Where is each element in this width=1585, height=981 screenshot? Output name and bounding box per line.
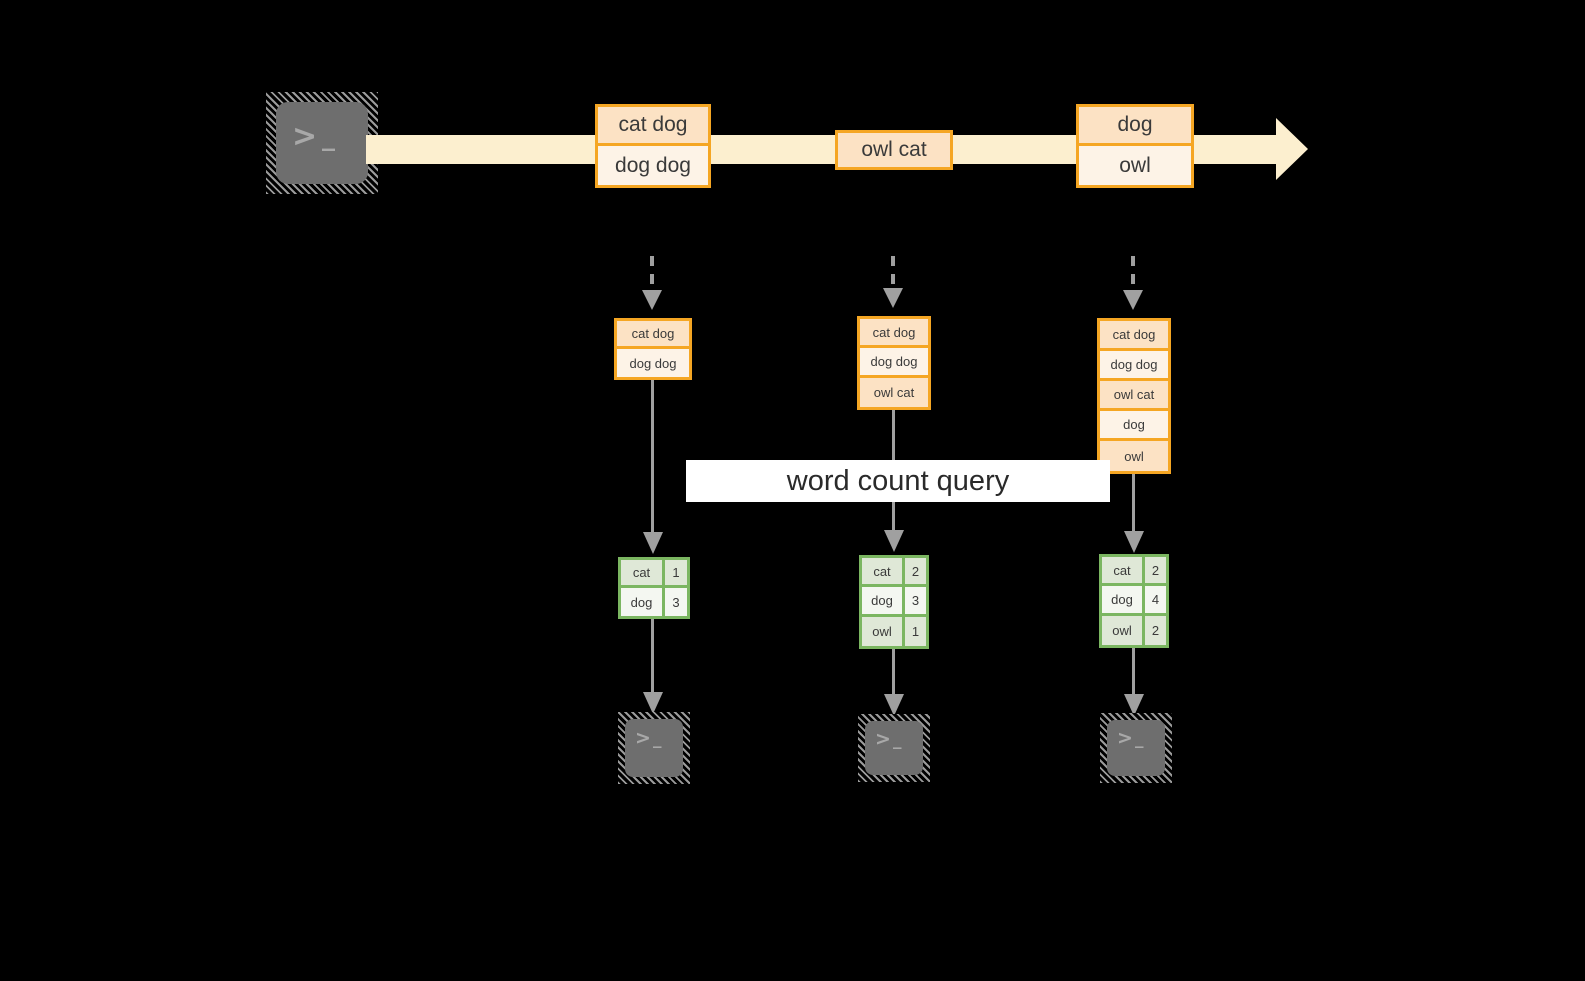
stage-flow-arrow-head — [1124, 531, 1144, 553]
consumer-terminal-icon[interactable]: > _ — [618, 712, 690, 784]
stage-output-line — [1132, 648, 1135, 700]
stage-log-row: dog dog — [860, 348, 928, 378]
terminal-chevron-icon: > — [292, 119, 318, 154]
stream-message-row: owl — [1079, 146, 1191, 185]
table-cell-count: 2 — [1145, 557, 1166, 584]
stream-source-terminal-icon[interactable]: > _ — [266, 92, 378, 194]
stage-log-row: owl — [1100, 441, 1168, 471]
consumer-terminal-icon[interactable]: > _ — [858, 714, 930, 782]
table-cell-count: 1 — [905, 616, 926, 646]
table-row: dog 3 — [621, 588, 687, 616]
query-label-banner: word count query — [686, 460, 1110, 502]
stage-log-row: cat dog — [1100, 321, 1168, 351]
table-cell-count: 3 — [905, 587, 926, 614]
stage-log-box[interactable]: cat dog dog dog owl cat — [857, 316, 931, 410]
table-row: owl 1 — [862, 616, 926, 646]
stage-result-table[interactable]: cat 1 dog 3 — [618, 557, 690, 619]
table-cell-word: cat — [862, 558, 905, 585]
dashed-down-arrow-line — [1131, 256, 1135, 294]
table-cell-word: cat — [1102, 557, 1145, 584]
terminal-chevron-icon: > — [1117, 727, 1133, 749]
table-row: cat 1 — [621, 560, 687, 588]
table-cell-word: dog — [1102, 586, 1145, 613]
dashed-down-arrow-head — [642, 290, 662, 310]
terminal-screen: > _ — [276, 102, 368, 184]
terminal-cursor-icon: _ — [322, 122, 335, 152]
stage-output-arrow-head — [643, 692, 663, 714]
stream-message[interactable]: owl cat — [835, 130, 953, 170]
stream-message[interactable]: dog owl — [1076, 104, 1194, 188]
stage-flow-line — [1132, 474, 1135, 536]
consumer-terminal-icon[interactable]: > _ — [1100, 713, 1172, 783]
stage-log-row: cat dog — [860, 319, 928, 349]
table-cell-word: dog — [621, 588, 665, 616]
stage-log-row: owl cat — [1100, 381, 1168, 411]
table-row: cat 2 — [1102, 557, 1166, 587]
stage-result-table[interactable]: cat 2 dog 4 owl 2 — [1099, 554, 1169, 648]
stream-message-row: dog dog — [598, 146, 708, 185]
dashed-down-arrow-head — [1123, 290, 1143, 310]
stage-output-arrow-head — [884, 694, 904, 716]
stage-flow-arrow-head — [643, 532, 663, 554]
table-cell-count: 4 — [1145, 586, 1166, 613]
stage-log-row: dog — [1100, 411, 1168, 441]
stage-output-line — [651, 619, 654, 697]
terminal-cursor-icon: _ — [1135, 729, 1144, 749]
stage-log-row: dog dog — [1100, 351, 1168, 381]
terminal-chevron-icon: > — [635, 727, 651, 749]
stream-message-row: owl cat — [838, 133, 950, 167]
stage-result-table[interactable]: cat 2 dog 3 owl 1 — [859, 555, 929, 649]
stage-log-row: cat dog — [617, 321, 689, 349]
terminal-cursor-icon: _ — [893, 730, 902, 750]
dashed-down-arrow-line — [650, 256, 654, 294]
table-cell-count: 3 — [665, 588, 687, 616]
stream-message-row: dog — [1079, 107, 1191, 146]
table-cell-word: owl — [1102, 615, 1145, 645]
dashed-down-arrow-head — [883, 288, 903, 308]
stage-log-box[interactable]: cat dog dog dog owl cat dog owl — [1097, 318, 1171, 474]
table-row: owl 2 — [1102, 615, 1166, 645]
stage-log-box[interactable]: cat dog dog dog — [614, 318, 692, 380]
terminal-cursor-icon: _ — [653, 729, 662, 749]
table-row: dog 3 — [862, 587, 926, 617]
terminal-screen: > _ — [865, 721, 923, 775]
table-row: dog 4 — [1102, 586, 1166, 616]
table-cell-word: dog — [862, 587, 905, 614]
stage-output-arrow-head — [1124, 694, 1144, 716]
stream-timeline-arrowhead — [1276, 118, 1308, 180]
stream-message-row: cat dog — [598, 107, 708, 146]
table-cell-word: owl — [862, 616, 905, 646]
table-cell-count: 2 — [1145, 615, 1166, 645]
stage-output-line — [892, 649, 895, 699]
stage-log-row: owl cat — [860, 377, 928, 407]
stream-message[interactable]: cat dog dog dog — [595, 104, 711, 188]
terminal-screen: > _ — [625, 719, 683, 777]
table-row: cat 2 — [862, 558, 926, 588]
stage-log-row: dog dog — [617, 349, 689, 377]
table-cell-count: 1 — [665, 560, 687, 585]
stage-flow-line — [651, 380, 654, 537]
table-cell-word: cat — [621, 560, 665, 585]
terminal-screen: > _ — [1107, 720, 1165, 776]
dashed-down-arrow-line — [891, 256, 895, 292]
stage-flow-arrow-head — [884, 530, 904, 552]
table-cell-count: 2 — [905, 558, 926, 585]
terminal-chevron-icon: > — [875, 728, 891, 750]
